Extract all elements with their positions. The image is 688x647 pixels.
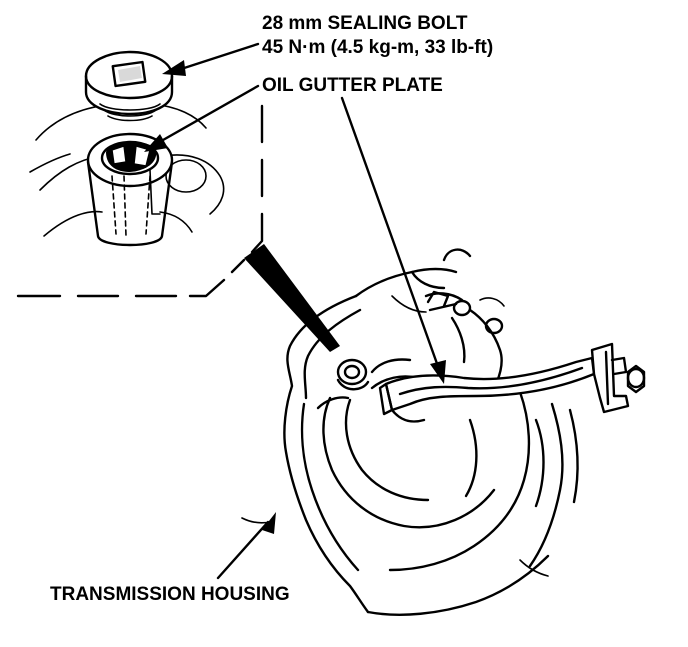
- detail-callout-wedge: [244, 244, 340, 352]
- sealing-bolt-size-label: 28 mm SEALING BOLT: [262, 13, 468, 34]
- inset-housing-arc-4: [43, 210, 103, 237]
- inset-boss: [165, 159, 207, 193]
- inset-housing-arc-6: [29, 153, 71, 173]
- gutter-inset-leader-arrowhead: [144, 134, 168, 152]
- transmission-housing-label: TRANSMISSION HOUSING: [50, 584, 290, 605]
- sealing-bolt-torque-label: 45 N·m (4.5 kg-m, 33 lb-ft): [262, 37, 494, 58]
- gutter-leader-arrowhead: [430, 360, 446, 384]
- gutter-leader-line: [340, 96, 442, 374]
- oil-gutter-plate-label: OIL GUTTER PLATE: [262, 75, 443, 96]
- bore-with-gutter-plate: [86, 132, 174, 247]
- inset-housing-arc-3: [163, 154, 225, 215]
- housing-leader-arrowhead: [262, 512, 276, 534]
- gutter-inset-leader-line: [154, 84, 260, 146]
- housing-leader-line: [216, 520, 270, 580]
- oil-gutter-plate-installed: [378, 342, 646, 423]
- inset-housing-arc-5: [159, 211, 193, 233]
- detail-inset: [16, 42, 264, 298]
- bolt-leader-arrowhead: [162, 60, 186, 76]
- inset-frame-dashed: [16, 104, 264, 298]
- sealing-bolt: [84, 50, 174, 122]
- bolt-leader-line: [176, 42, 260, 72]
- transmission-housing-drawing: [241, 248, 579, 616]
